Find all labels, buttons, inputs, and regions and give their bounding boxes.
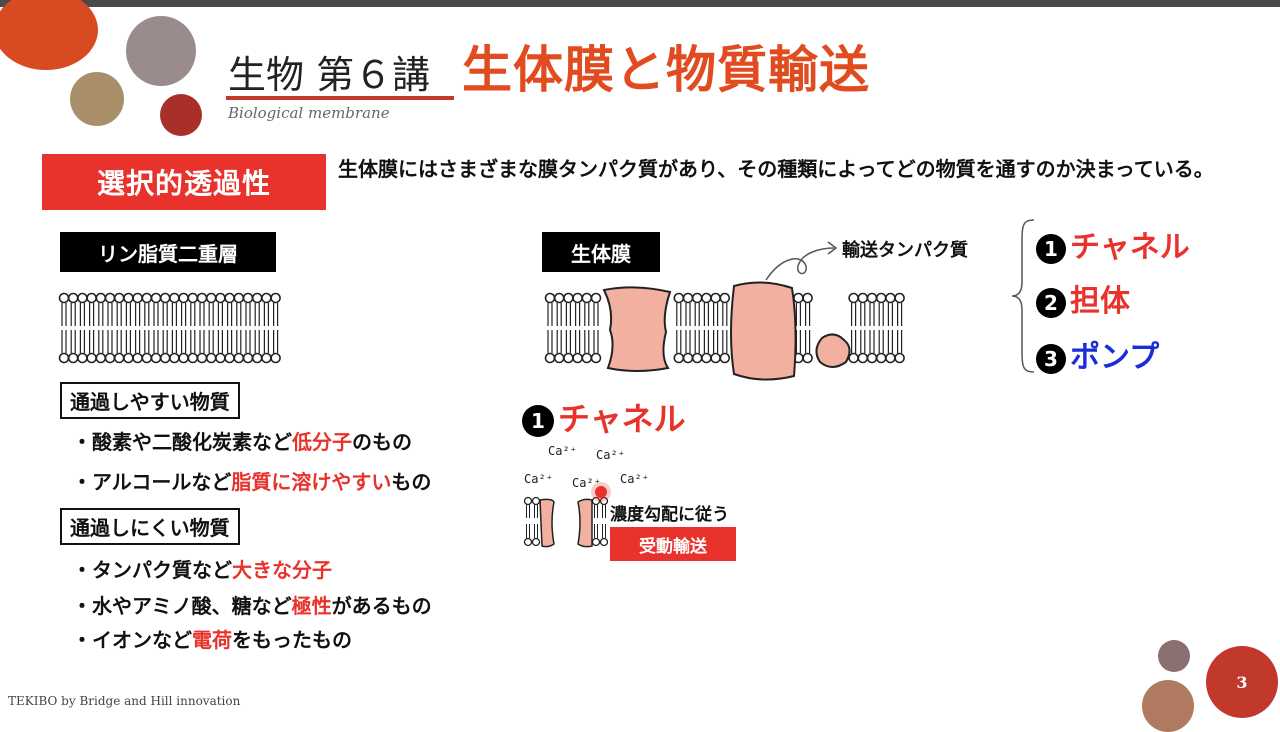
easy-label: 通過しやすい物質 (60, 382, 240, 419)
decor-circle-orange (0, 0, 98, 70)
pointer-arrow (765, 241, 838, 281)
number-circle-icon: 3 (1036, 343, 1066, 374)
type-name: チャネル (1070, 230, 1190, 265)
brace (1011, 219, 1035, 373)
item-text: のもの (352, 430, 412, 454)
item-highlight: 極性 (291, 594, 332, 618)
easy-item: ・アルコールなど脂質に溶けやすいもの (72, 466, 431, 495)
decor-circle-br-tan (1142, 680, 1194, 732)
ion-label: Ca²⁺ (596, 448, 625, 462)
section-label: 選択的透過性 (42, 154, 326, 210)
gradient-label: 濃度勾配に従う (610, 505, 729, 525)
passive-transport-label: 受動輸送 (610, 527, 736, 561)
page-number: 3 (1206, 646, 1278, 718)
decor-circle-br-grey (1158, 640, 1190, 672)
lecture-number: 生物 第６講 (228, 53, 431, 97)
page-subtitle: Biological membrane (228, 104, 390, 122)
number-circle-icon: 1 (522, 405, 554, 437)
top-border (0, 0, 1280, 7)
item-text: もの (391, 470, 432, 494)
ion-label: Ca²⁺ (620, 472, 649, 486)
lipid-bilayer-diagram (58, 292, 281, 364)
type-name: 担体 (1070, 284, 1130, 319)
number-circle-icon: 1 (1036, 233, 1066, 264)
decor-circle-tan (70, 72, 124, 126)
hard-label: 通過しにくい物質 (60, 508, 240, 545)
lipid-label: リン脂質二重層 (60, 232, 276, 272)
item-highlight: 脂質に溶けやすい (231, 470, 392, 494)
item-highlight: 低分子 (292, 430, 352, 454)
item-highlight: 大きな分子 (232, 558, 332, 582)
pointer-cursor (595, 486, 607, 498)
item-highlight: 電荷 (192, 628, 232, 652)
hard-item: ・タンパク質など大きな分子 (72, 554, 332, 583)
item-text: をもったもの (232, 628, 352, 652)
number-circle-icon: 2 (1036, 287, 1066, 318)
page-title: 生体膜と物質輸送 (462, 41, 870, 99)
item-text: ・アルコールなど (72, 470, 232, 494)
item-text: があるもの (331, 594, 432, 618)
footer-credit: TEKIBO by Bridge and Hill innovation (8, 694, 241, 708)
type-name: ポンプ (1070, 340, 1160, 375)
hard-item: ・水やアミノ酸、糖など極性があるもの (72, 590, 432, 619)
section-intro: 生体膜にはさまざまな膜タンパク質があり、その種類によってどの物質を通すのか決まっ… (338, 157, 1214, 181)
item-text: ・酸素や二酸化炭素など (72, 430, 292, 454)
decor-circle-grey (126, 16, 196, 86)
channel-name: チャネル (558, 400, 686, 438)
channel-diagram (523, 496, 609, 548)
ion-label: Ca²⁺ (548, 444, 577, 458)
title-underline (226, 96, 454, 100)
biomembrane-label: 生体膜 (542, 232, 660, 272)
hard-item: ・イオンなど電荷をもったもの (72, 624, 352, 653)
ion-label: Ca²⁺ (524, 472, 553, 486)
item-text: ・タンパク質など (72, 558, 232, 582)
decor-circle-red (160, 94, 202, 136)
item-text: ・水やアミノ酸、糖など (72, 594, 292, 618)
easy-item: ・酸素や二酸化炭素など低分子のもの (72, 426, 412, 455)
ion-label: Ca²⁺ (572, 476, 601, 490)
item-text: ・イオンなど (72, 628, 192, 652)
biomembrane-diagram (544, 281, 905, 381)
transport-protein-label: 輸送タンパク質 (842, 240, 968, 261)
